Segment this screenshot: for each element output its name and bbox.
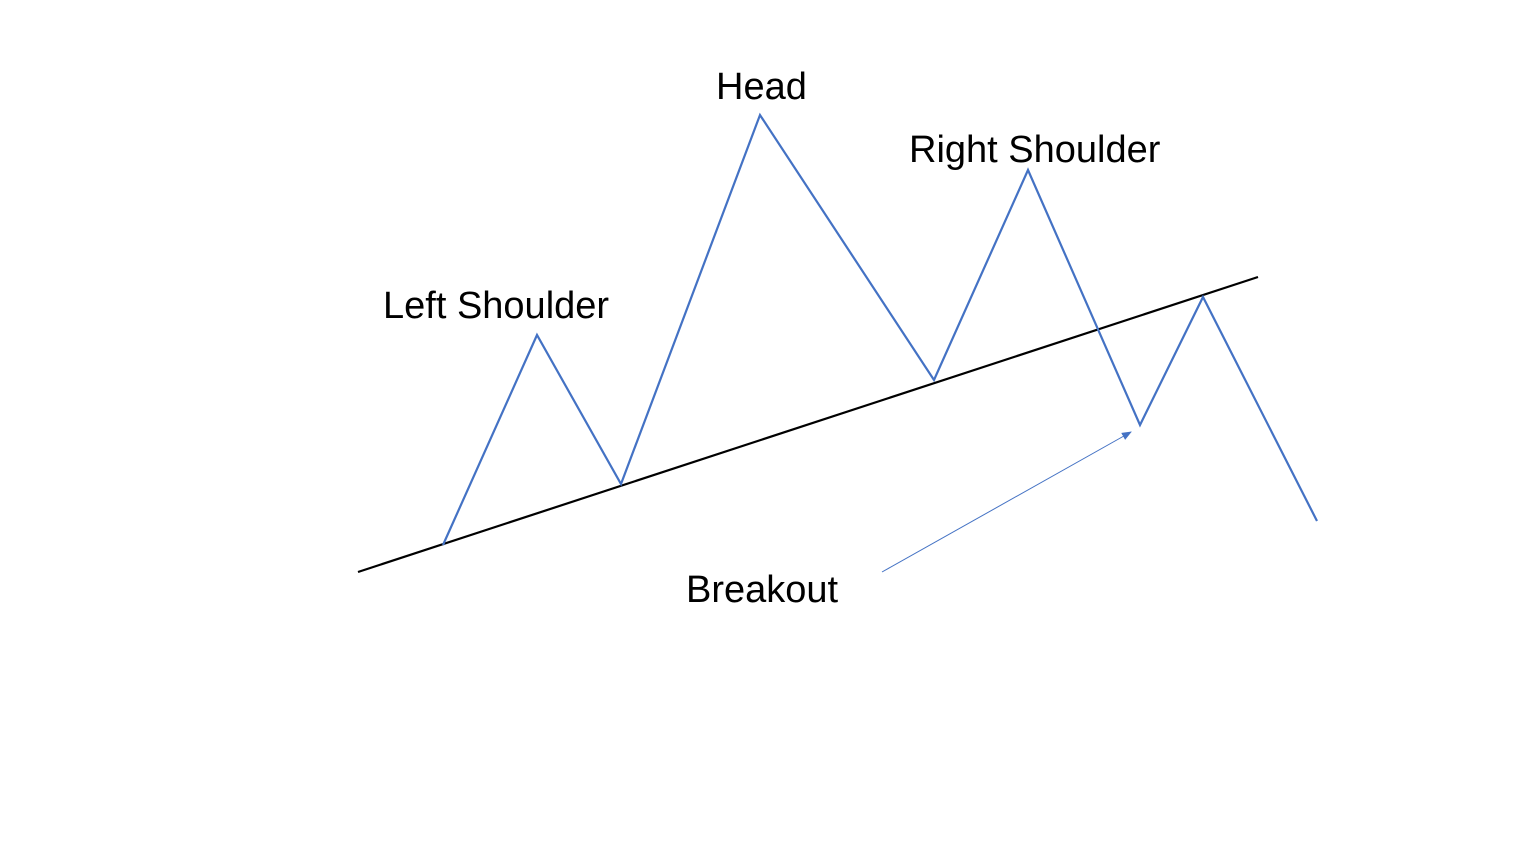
head-label: Head [716,66,807,108]
right-shoulder-label: Right Shoulder [909,129,1161,171]
left-shoulder-label: Left Shoulder [383,285,610,327]
breakout-label: Breakout [686,569,839,611]
neckline [357,275,1259,574]
breakout-arrow [881,431,1132,573]
price-path [441,112,1318,546]
